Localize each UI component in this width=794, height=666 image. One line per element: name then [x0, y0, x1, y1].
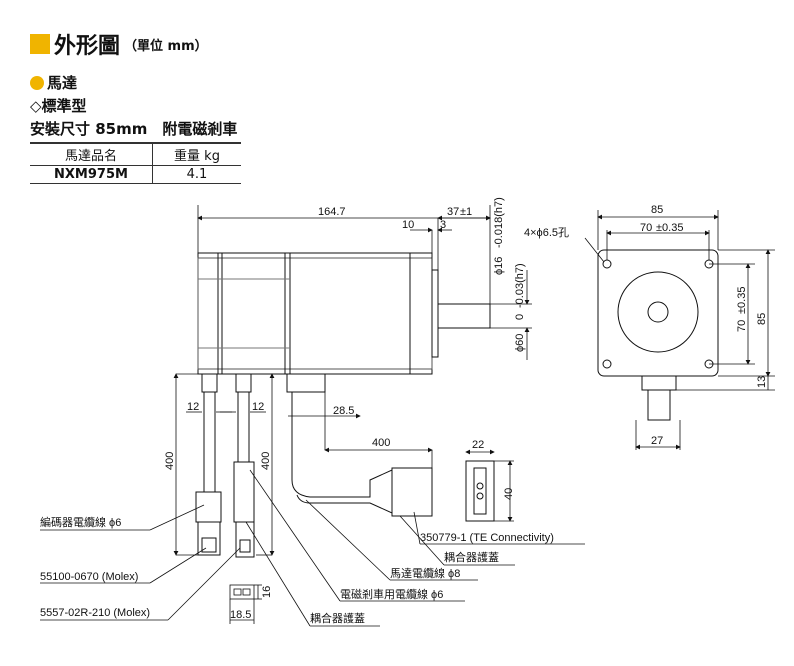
- label-motor-cable: 馬達電纜線 ϕ8: [390, 566, 460, 580]
- title-text: 外形圖: [54, 34, 121, 59]
- leaders: [40, 469, 585, 627]
- dim-bolt-pitch-v: 70: [736, 320, 748, 332]
- dim-shaft-tol: ±1: [460, 206, 472, 218]
- spec-table: 馬達品名 重量 kg NXM975M 4.1: [30, 142, 241, 184]
- dim-length: 164.7: [318, 206, 346, 218]
- dim-18-5: 18.5: [230, 609, 251, 621]
- dim-bolt-tol: ±0.35: [656, 222, 683, 234]
- dim-flange-v: 85: [756, 313, 768, 325]
- category-dot-icon: [30, 75, 44, 90]
- dim-zero: 0: [514, 314, 526, 320]
- dim-12a: 12: [187, 401, 199, 413]
- category-text: 馬達: [47, 74, 78, 92]
- small-connector: [229, 584, 262, 624]
- dim-28-5: 28.5: [333, 405, 354, 417]
- label-encoder-cable: 編碼器電纜線 ϕ6: [40, 515, 121, 529]
- dim-pilot-tol: -0.03(h7): [514, 263, 526, 308]
- dim-16: 16: [261, 586, 273, 598]
- dim-400c: 400: [372, 437, 390, 449]
- dim-13: 13: [756, 376, 768, 388]
- motor-side-view: [197, 252, 491, 375]
- dim-flange: 85: [651, 204, 663, 216]
- label-coupler-cover2: 耦合器護蓋: [310, 611, 365, 625]
- label-molex2: 5557-02R-210 (Molex): [40, 607, 150, 619]
- dim-bolt-pitch: 70: [640, 222, 652, 234]
- dim-10: 10: [402, 219, 414, 231]
- category-heading: 馬達: [30, 72, 77, 93]
- dim-bolt-tol-v: ±0.35: [736, 287, 748, 314]
- label-te: 350779-1 (TE Connectivity): [420, 532, 554, 544]
- label-coupler-cover1: 耦合器護蓋: [444, 550, 499, 564]
- dims-cables: [173, 373, 514, 556]
- dim-400b: 400: [260, 452, 272, 470]
- motor-front-view: [597, 249, 719, 421]
- type-heading: ◇標準型: [30, 97, 87, 115]
- title-marker-icon: [30, 34, 50, 54]
- dim-shaft-len: 37: [447, 206, 459, 218]
- dims-front: [584, 210, 775, 450]
- cell-model: NXM975M: [30, 165, 153, 184]
- dim-shaft-dia: ϕ16: [493, 257, 505, 275]
- dim-3: 3: [440, 219, 446, 231]
- label-molex1: 55100-0670 (Molex): [40, 571, 138, 583]
- dim-shaft-dia-tol: -0.018(h7): [493, 197, 505, 248]
- dim-pilot-dia: ϕ60: [514, 334, 526, 352]
- header-weight: 重量 kg: [152, 142, 241, 166]
- install-heading: 安裝尺寸 85mm 附電磁剎車: [30, 120, 238, 138]
- header-model: 馬達品名: [30, 142, 153, 166]
- dim-40: 40: [503, 488, 515, 500]
- cables: [195, 373, 495, 558]
- dims-top: [197, 205, 532, 360]
- dim-27: 27: [651, 435, 663, 447]
- dim-400a: 400: [164, 452, 176, 470]
- dim-22: 22: [472, 439, 484, 451]
- table-row: NXM975M 4.1: [30, 165, 241, 184]
- unit-note: （單位 mm）: [124, 38, 208, 54]
- label-holes: 4×ϕ6.5孔: [524, 226, 569, 239]
- spec-header-row: 馬達品名 重量 kg: [30, 142, 241, 166]
- label-brake-cable: 電磁剎車用電纜線 ϕ6: [340, 587, 443, 601]
- page-title: 外形圖 （單位 mm）: [30, 28, 208, 60]
- dim-12b: 12: [252, 401, 264, 413]
- cell-weight: 4.1: [152, 165, 241, 184]
